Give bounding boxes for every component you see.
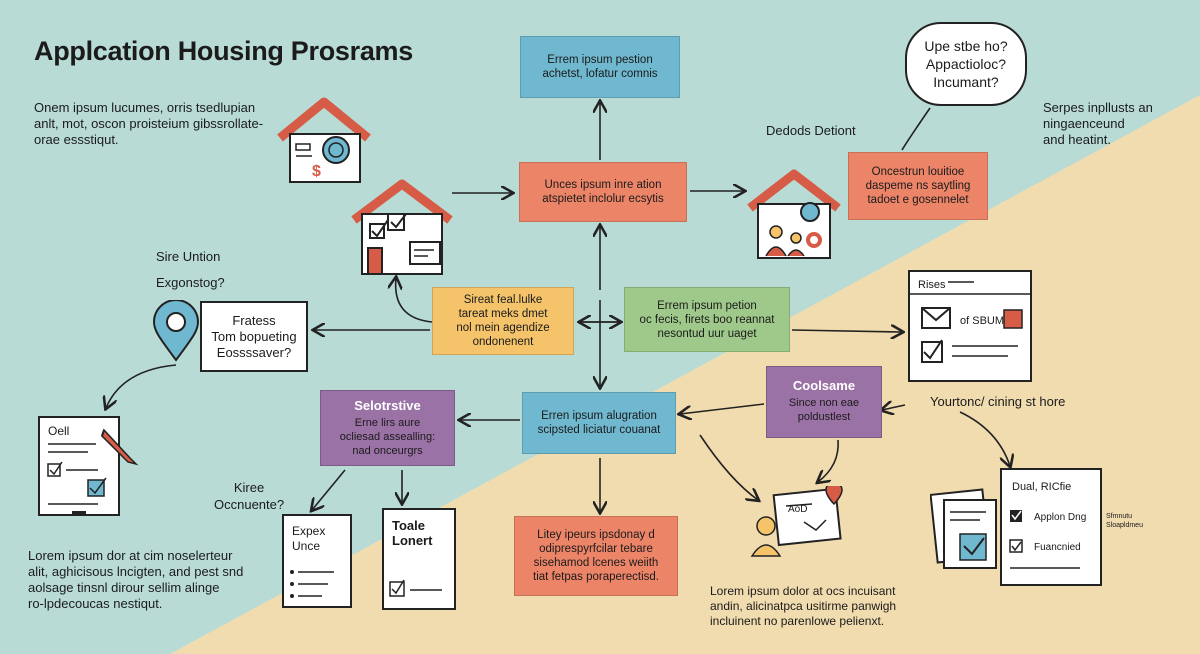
- sheet-right-field: of SBUM: [960, 315, 1005, 327]
- box-purple-right-body: Since non eae poldustlest: [788, 397, 860, 423]
- box-center-blue: Erren ipsum alugration scipsted liciatur…: [522, 392, 676, 454]
- box-white-left: Fratess Tom bopueting Eossssaver?: [200, 301, 308, 372]
- page-title: Applcation Housing Prosrams: [34, 36, 413, 66]
- person-icon: [750, 486, 843, 557]
- doc-toale-title: Toale Lonert: [392, 518, 433, 548]
- bottom-right-text: Lorem ipsum dolor at ocs incuisant andin…: [710, 584, 897, 628]
- checklist-title: Dual, RICfie: [1012, 481, 1072, 493]
- label-yourtonc: Yourtonc/ cining st hore: [930, 394, 1066, 409]
- house-checklist-icon: [351, 179, 453, 275]
- sheet-lines-icon: [908, 281, 1032, 363]
- label-decods: Dedods Detiont: [766, 123, 856, 138]
- house-dollar-icon: $: [277, 97, 371, 183]
- box-purple-left: Selotrstive Erne lirs aure ocliesad asse…: [320, 390, 455, 466]
- checklist-item-2: Fuancnied: [1034, 542, 1081, 553]
- box-center-orange: Unces ipsum inre ation atspietet inclolu…: [519, 162, 687, 222]
- speech-bubble: Upe stbe ho? Appactioloc? Incumant?: [905, 22, 1027, 106]
- checklist-boxes-icon: [1009, 510, 1080, 569]
- checklist-right: Dual, RICfie Applon Dng Fuancnied: [1000, 468, 1102, 586]
- box-yellow: Sireat feal.lulke tareat meks dmet nol m…: [432, 287, 574, 355]
- label-sire-union: Sire Untion: [156, 249, 221, 264]
- pencil-icon: [101, 428, 139, 466]
- box-purple-left-body: Erne lirs aure ocliesad assealling: nad …: [339, 417, 436, 457]
- checklist-note: Sfmnutu Sloapldmeu: [1106, 513, 1143, 529]
- mini-doc-title: AoD: [788, 504, 808, 515]
- box-bottom-orange: Litey ipeurs ipsdonay d odiprespyrfcilar…: [514, 516, 678, 596]
- box-purple-right: Coolsame Since non eae poldustlest: [766, 366, 882, 438]
- box-top-blue: Errem ipsum pestion achetst, lofatur com…: [520, 36, 680, 98]
- form-left-title: Oell: [48, 424, 70, 438]
- intro-text: Onem ipsum lucumes, orris tsedlupian anl…: [34, 100, 264, 147]
- stacked-docs-icon: [930, 488, 997, 569]
- doc-expe-title: Expex Unce: [292, 524, 326, 553]
- checklist-item-1: Applon Dng: [1034, 512, 1087, 523]
- doc-expe: Expex Unce: [282, 514, 352, 608]
- list-lines-icon: [290, 570, 334, 598]
- house-family-icon: [747, 169, 841, 259]
- form-checklist-icon: [47, 443, 107, 514]
- svg-text:$: $: [312, 163, 321, 180]
- box-right-orange: Oncestrun louitioe daspeme ns saytling t…: [848, 152, 988, 220]
- box-purple-right-heading: Coolsame: [792, 378, 856, 393]
- map-pin-icon: [152, 300, 200, 362]
- sheet-right-title: Rises: [918, 279, 946, 291]
- box-green: Errem ipsum petion oc fecis, firets boo …: [624, 287, 790, 352]
- bottom-left-text: Lorem ipsum dor at cim noselerteur alit,…: [28, 548, 244, 611]
- box-purple-left-heading: Selotrstive: [354, 398, 421, 413]
- label-kiree: Kiree Occnuente?: [214, 480, 285, 512]
- right-text: Serpes inpllusts an ningaenceund and hea…: [1043, 100, 1153, 147]
- label-exgonstog: Exgonstog?: [156, 275, 225, 290]
- checkbox-icon: [389, 579, 442, 597]
